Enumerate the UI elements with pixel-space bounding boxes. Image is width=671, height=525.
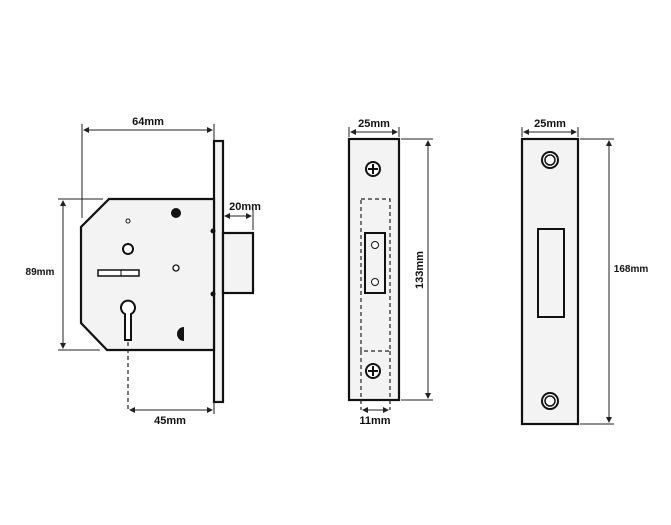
faceplate-width-label: 25mm — [358, 118, 390, 130]
screw-icon — [365, 161, 381, 177]
keyhole-icon — [120, 299, 136, 341]
lock-case — [79, 197, 216, 352]
faceplate-height-label: 133mm — [414, 251, 426, 289]
bolt-opening — [364, 232, 386, 294]
backset-label: 45mm — [154, 415, 186, 427]
bolt-throw-label: 20mm — [229, 201, 261, 213]
screw-hole-icon — [541, 392, 559, 410]
screw-icon — [365, 363, 381, 379]
lock-width-label: 64mm — [132, 116, 164, 128]
bolt-width-label: 11mm — [359, 415, 390, 427]
rivet-hole-icon — [172, 264, 180, 272]
slot-icon — [97, 269, 140, 277]
small-hole-icon — [125, 218, 131, 224]
half-circle-icon — [177, 327, 184, 341]
strike-height-label: 168mm — [614, 264, 649, 275]
strike-opening — [537, 228, 565, 318]
lock-body: 64mm 89mm 20mm 45mm — [26, 116, 262, 427]
bolt — [221, 231, 255, 295]
follower-hole-icon — [171, 208, 181, 218]
screw-hole-icon — [541, 151, 559, 169]
spindle-hole-icon — [122, 243, 134, 255]
forend-plate — [212, 139, 225, 404]
strike-width-label: 25mm — [534, 118, 566, 130]
faceplate: 25mm 133mm 11mm — [347, 118, 433, 427]
lock-height-label: 89mm — [26, 267, 55, 278]
strike-plate: 25mm 168mm — [520, 118, 649, 426]
